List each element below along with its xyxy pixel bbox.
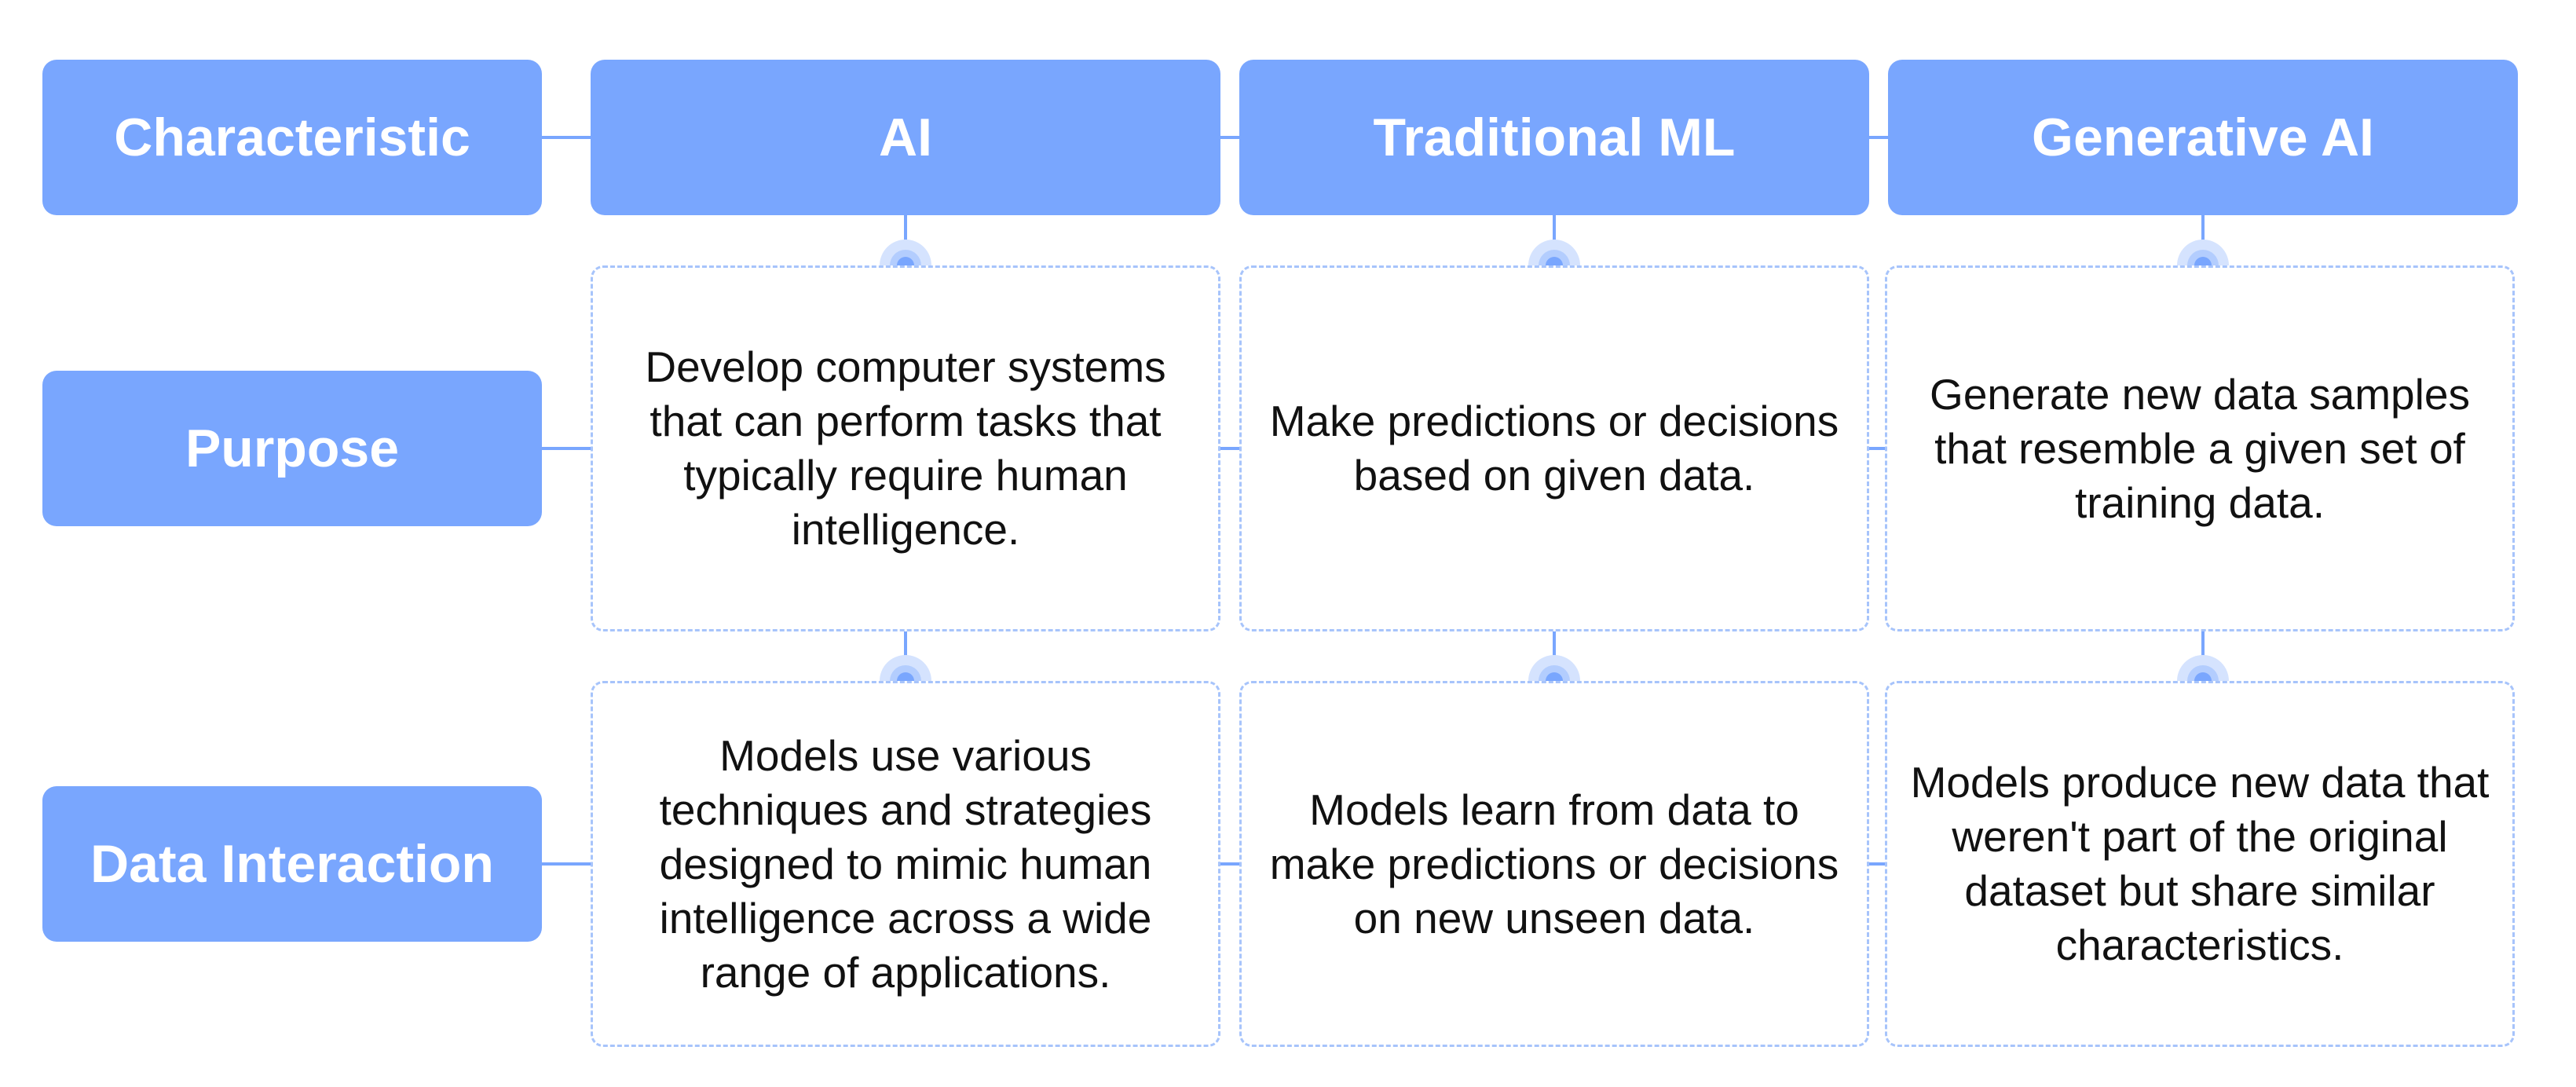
table-cell: Generate new data samples that resemble … [1885, 265, 2515, 631]
cell-text: Make predictions or decisions based on g… [1269, 397, 1839, 500]
row-header-1: Purpose [42, 371, 542, 526]
cell-text: Models learn from data to make predictio… [1269, 785, 1839, 942]
column-header-2: Traditional ML [1239, 60, 1869, 215]
cell-text: Models produce new data that weren't par… [1910, 758, 2490, 969]
cell-text: Develop computer systems that can perfor… [645, 342, 1166, 554]
table-cell: Models produce new data that weren't par… [1885, 681, 2515, 1047]
table-cell: Models learn from data to make predictio… [1239, 681, 1869, 1047]
table-cell: Models use various techniques and strate… [591, 681, 1220, 1047]
cell-text: Models use various techniques and strate… [659, 730, 1152, 997]
cell-text: Generate new data samples that resemble … [1930, 369, 2470, 527]
column-header-1: AI [591, 60, 1220, 215]
table-cell: Develop computer systems that can perfor… [591, 265, 1220, 631]
corner-header: Characteristic [42, 60, 542, 215]
column-header-3: Generative AI [1888, 60, 2518, 215]
table-cell: Make predictions or decisions based on g… [1239, 265, 1869, 631]
row-header-2: Data Interaction [42, 786, 542, 942]
